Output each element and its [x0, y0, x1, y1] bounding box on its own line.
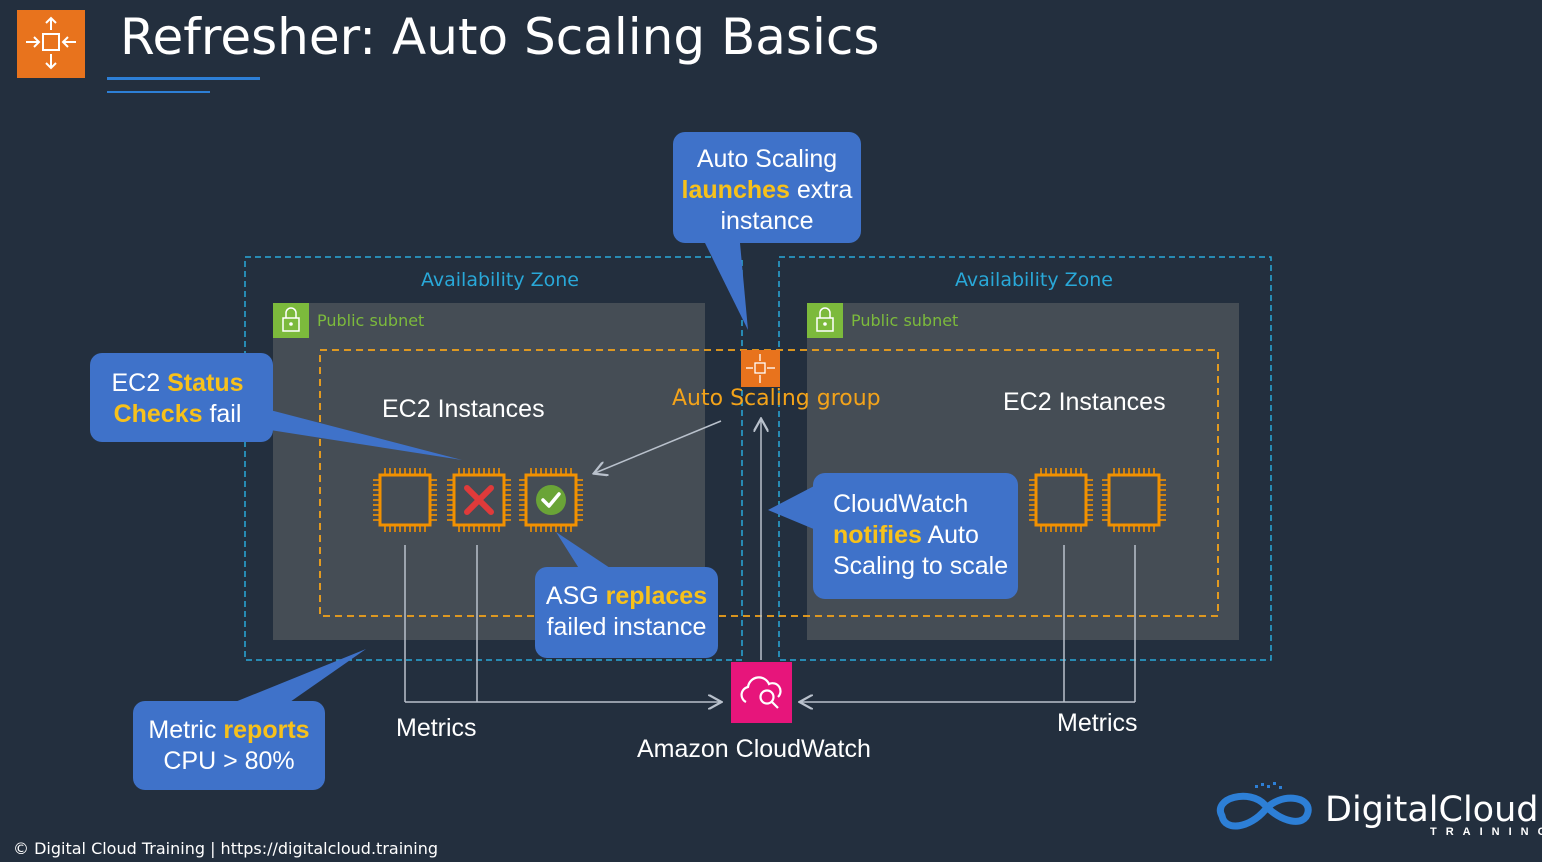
title-underline-secondary [107, 91, 210, 93]
digitalcloud-logo-dots [1255, 782, 1282, 789]
callout-metric-line2: CPU > 80% [163, 747, 295, 775]
cloudwatch-label: Amazon CloudWatch [637, 735, 871, 763]
callout-launch-line3: instance [720, 207, 814, 235]
callout-status-highlight-2: Checks [113, 400, 203, 428]
callout-launch-line2: launches extra [673, 175, 861, 206]
metrics-label-right: Metrics [1057, 709, 1138, 737]
digitalcloud-logo-icon [1216, 792, 1312, 830]
callout-metric-line1: Metric reports [133, 715, 325, 746]
ec2-instance-icon-1 [373, 468, 437, 532]
callout-launch-highlight: launches [681, 176, 790, 204]
metrics-lines-right [801, 545, 1136, 702]
lock-icon-left [273, 303, 309, 338]
asg-auto-scaling-icon [741, 350, 780, 387]
asg-to-instance-arrow [595, 420, 722, 473]
metrics-lines-left [404, 545, 720, 702]
callout-notify-text: CloudWatch notifies Auto Scaling to scal… [833, 489, 1008, 582]
callout-launch-line1: Auto Scaling [696, 145, 838, 173]
callout-notify-line2: notifies Auto [833, 520, 1008, 551]
callout-notify-line3: Scaling to scale [833, 552, 1009, 580]
az-label-right: Availability Zone [955, 269, 1113, 291]
callout-metric-line1-prefix: Metric [148, 716, 224, 744]
callout-status-line2: Checks fail [90, 399, 265, 430]
page-title: Refresher: Auto Scaling Basics [120, 8, 880, 66]
title-underline [107, 77, 260, 80]
subnet-label-left: Public subnet [317, 311, 425, 330]
callout-notify-highlight: notifies [833, 521, 922, 549]
az-label-left: Availability Zone [421, 269, 579, 291]
brand-subtitle: TRAINING [1430, 826, 1542, 838]
callout-status-highlight-1: Status [167, 369, 244, 397]
callout-replace-line1-prefix: ASG [545, 582, 606, 610]
callout-launch-text: Auto Scaling launches extra instance [673, 144, 861, 237]
callout-status-line2-rest: fail [202, 400, 242, 428]
brand-name: DigitalCloud [1325, 790, 1539, 830]
callout-notify-line2-rest: Auto [921, 521, 979, 549]
callout-status-text: EC2 Status Checks fail [90, 368, 265, 430]
ec2-instance-healthy-icon [519, 468, 583, 532]
ec2-instances-label-right: EC2 Instances [1003, 388, 1166, 416]
instances-layer [373, 468, 1166, 532]
availability-zone-right [778, 256, 1272, 661]
callout-status-bubble [90, 353, 462, 460]
callout-replace-highlight: replaces [605, 582, 708, 610]
ec2-instance-failed-icon [447, 468, 511, 532]
ec2-instances-label-left: EC2 Instances [382, 395, 545, 423]
callout-status-line1-prefix: EC2 [111, 369, 168, 397]
ec2-instance-icon-4 [1029, 468, 1093, 532]
callout-notify-bubble [768, 473, 1018, 599]
failed-x-icon [464, 485, 494, 515]
callout-replace-bubble [535, 532, 718, 658]
auto-scaling-group-label: Auto Scaling group [672, 386, 881, 411]
callout-replace-text: ASG replaces failed instance [535, 581, 718, 643]
footer-copyright: © Digital Cloud Training | https://digit… [13, 839, 439, 858]
callout-launch-bubble [673, 132, 861, 330]
callout-replace-line2: failed instance [546, 613, 707, 641]
healthy-check-icon [536, 485, 566, 515]
callout-metric-highlight: reports [223, 716, 310, 744]
callout-notify-line1: CloudWatch [833, 490, 969, 518]
metrics-label-left: Metrics [396, 714, 477, 742]
lock-icon-right [807, 303, 843, 338]
callout-metric-bubble [133, 649, 366, 790]
callout-status-line1: EC2 Status [90, 368, 265, 399]
callout-metric-text: Metric reports CPU > 80% [133, 715, 325, 777]
header-auto-scaling-icon [17, 10, 85, 78]
cloudwatch-icon [731, 662, 792, 723]
ec2-instance-icon-5 [1102, 468, 1166, 532]
callout-replace-line1: ASG replaces [535, 581, 718, 612]
callout-launch-line2-rest: extra [789, 176, 853, 204]
subnet-label-right: Public subnet [851, 311, 959, 330]
